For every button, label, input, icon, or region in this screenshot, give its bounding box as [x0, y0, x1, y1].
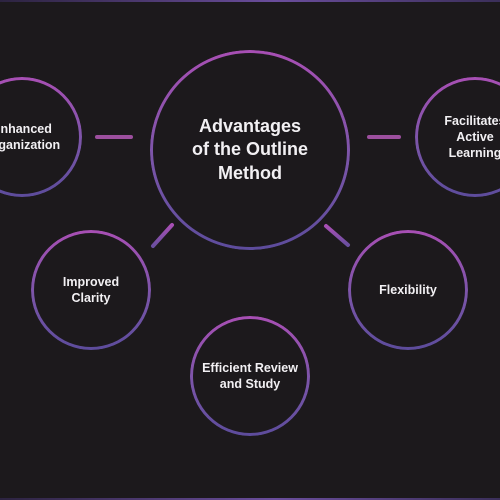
node-enhanced-organization: Enhanced Organization — [0, 77, 82, 197]
node-flexibility: Flexibility — [348, 230, 468, 350]
node-label: Flexibility — [379, 283, 437, 297]
node-improved-clarity: Improved Clarity — [31, 230, 151, 350]
connector-flx — [324, 224, 350, 247]
bottom-edge-divider — [0, 498, 500, 500]
top-edge-divider — [0, 0, 500, 2]
center-node-label: Advantages of the Outline Method — [192, 115, 308, 183]
node-label: Enhanced Organization — [0, 122, 61, 152]
node-label: Improved Clarity — [62, 275, 120, 305]
center-node: Advantages of the Outline Method — [150, 50, 350, 250]
connector-cla — [151, 223, 174, 248]
node-facilitates-active-learning: Facilitates Active Learning — [415, 77, 500, 197]
node-label: Efficient Review and Study — [202, 361, 298, 391]
node-label: Facilitates Active Learning — [444, 114, 500, 160]
node-efficient-review: Efficient Review and Study — [190, 316, 310, 436]
